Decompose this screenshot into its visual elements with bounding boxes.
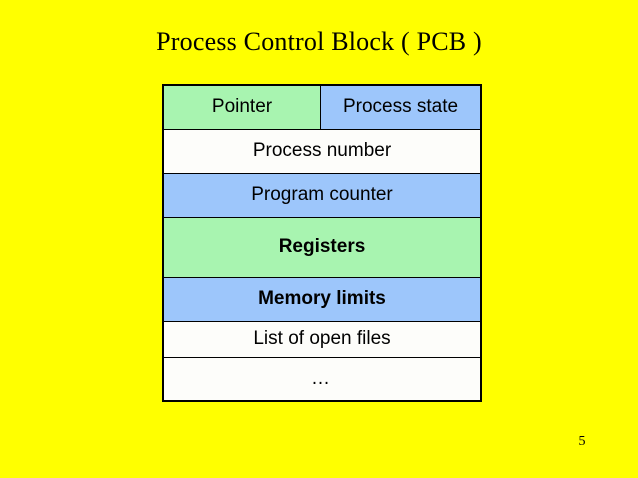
pcb-field-process-state: Process state bbox=[320, 84, 482, 130]
pcb-field-registers: Registers bbox=[162, 216, 482, 278]
pcb-field-pointer: Pointer bbox=[162, 84, 321, 130]
process-control-block-table: Pointer Process state Process number Pro… bbox=[162, 84, 482, 402]
table-row: Memory limits bbox=[162, 276, 482, 322]
table-row: List of open files bbox=[162, 320, 482, 358]
pcb-field-memory-limits: Memory limits bbox=[162, 276, 482, 322]
pcb-field-process-number: Process number bbox=[162, 128, 482, 174]
page-title: Process Control Block ( PCB ) bbox=[156, 27, 482, 56]
table-row: … bbox=[162, 356, 482, 402]
page-number: 5 bbox=[578, 434, 586, 449]
table-row: Registers bbox=[162, 216, 482, 278]
pcb-field-list-of-open-files: List of open files bbox=[162, 320, 482, 358]
pcb-field-ellipsis: … bbox=[162, 356, 482, 402]
table-row: Program counter bbox=[162, 172, 482, 218]
table-row: Process number bbox=[162, 128, 482, 174]
pcb-table-body: Pointer Process state Process number Pro… bbox=[162, 84, 482, 402]
table-row: Pointer Process state bbox=[162, 84, 482, 130]
pcb-field-program-counter: Program counter bbox=[162, 172, 482, 218]
